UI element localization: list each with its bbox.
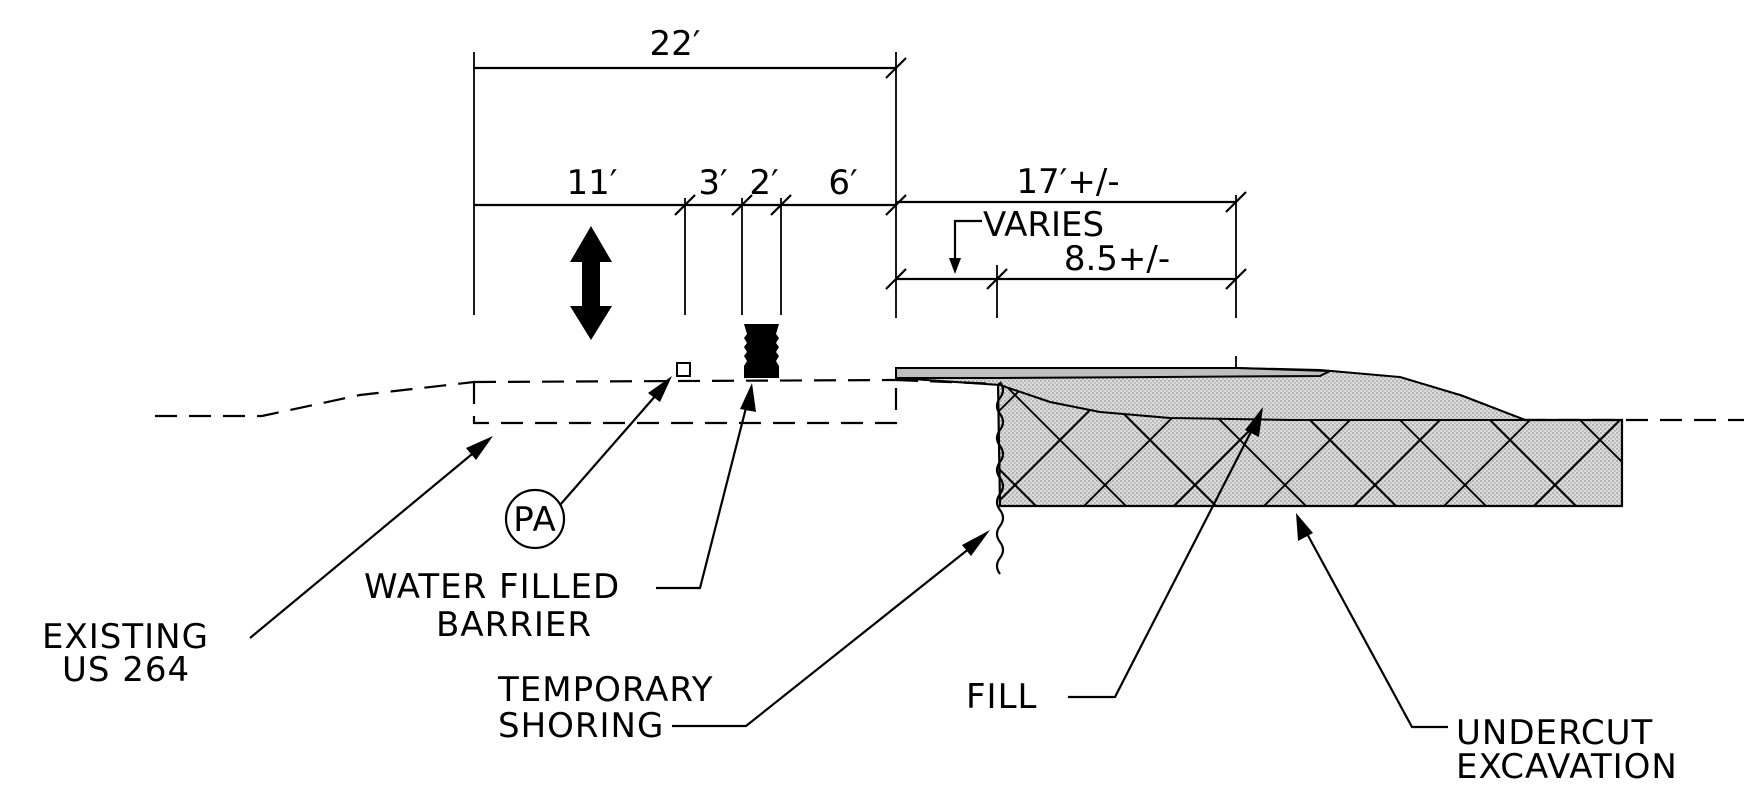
dimension-labels: 22′ 11′ 3′ 2′ 6′ 17′+/- VARIES 8.5+/- (567, 24, 1171, 279)
existing-label-1: EXISTING (42, 617, 209, 657)
existing-ground-line (155, 378, 1744, 425)
callout-leaders (249, 376, 1448, 729)
shoring-label-2: SHORING (498, 706, 664, 746)
water-filled-barrier-icon (744, 324, 779, 378)
existing-label-2: US 264 (62, 650, 190, 690)
dim-varies: VARIES (983, 205, 1104, 245)
dim-3: 3′ (698, 163, 727, 203)
pa-callout-circle: PA (504, 488, 566, 550)
undercut-label-1: UNDERCUT (1456, 713, 1653, 753)
dim-2: 2′ (749, 163, 778, 203)
water-barrier-label-1: WATER FILLED (364, 567, 620, 607)
dimension-lines (473, 52, 1247, 370)
callout-labels: WATER FILLED BARRIER EXISTING US 264 TEM… (42, 567, 1678, 787)
pavement-marker (676, 362, 691, 377)
water-barrier-label-2: BARRIER (436, 605, 592, 645)
dim-6: 6′ (828, 163, 857, 203)
dim-22: 22′ (650, 24, 701, 64)
fill-label: FILL (966, 677, 1037, 717)
fill-layer (895, 366, 1526, 421)
dim-8-5: 8.5+/- (1064, 239, 1170, 279)
dim-11: 11′ (567, 163, 618, 203)
pa-label: PA (513, 500, 557, 540)
double-arrow-icon (570, 226, 612, 340)
undercut-label-2: EXCAVATION (1456, 747, 1678, 787)
temporary-shoring (995, 381, 1005, 575)
dim-17: 17′+/- (1016, 162, 1119, 202)
shoring-label-1: TEMPORARY (497, 670, 714, 710)
